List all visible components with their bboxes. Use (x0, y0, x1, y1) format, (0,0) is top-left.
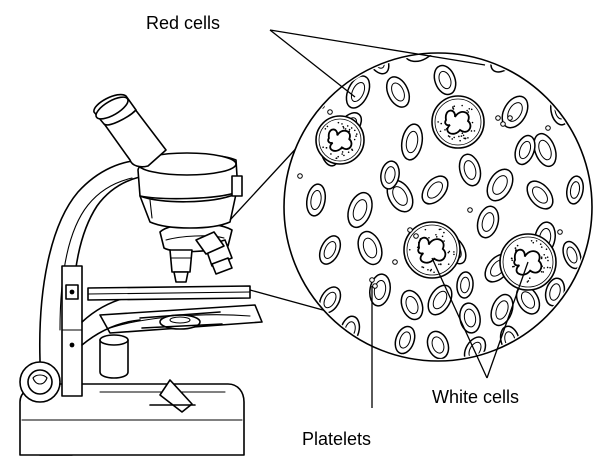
platelet (328, 110, 333, 115)
platelet (508, 116, 513, 121)
red-cell (453, 27, 488, 52)
platelet (468, 208, 473, 213)
focus-knob (20, 362, 60, 402)
label-platelets: Platelets (302, 429, 371, 449)
platelet (501, 122, 506, 127)
objective-lens-1 (170, 250, 192, 282)
platelet (558, 230, 563, 235)
platelet (298, 174, 303, 179)
platelet (546, 126, 551, 131)
platelet (393, 260, 398, 265)
platelet (373, 284, 378, 289)
label-red-cells: Red cells (146, 13, 220, 33)
white-cell (432, 96, 484, 148)
white-cell (316, 116, 364, 164)
label-white-cells: White cells (432, 387, 519, 407)
platelet (496, 116, 501, 121)
platelet (370, 278, 375, 283)
platelet (408, 228, 413, 233)
microscope-illustration (20, 93, 262, 455)
platelet (414, 234, 419, 239)
